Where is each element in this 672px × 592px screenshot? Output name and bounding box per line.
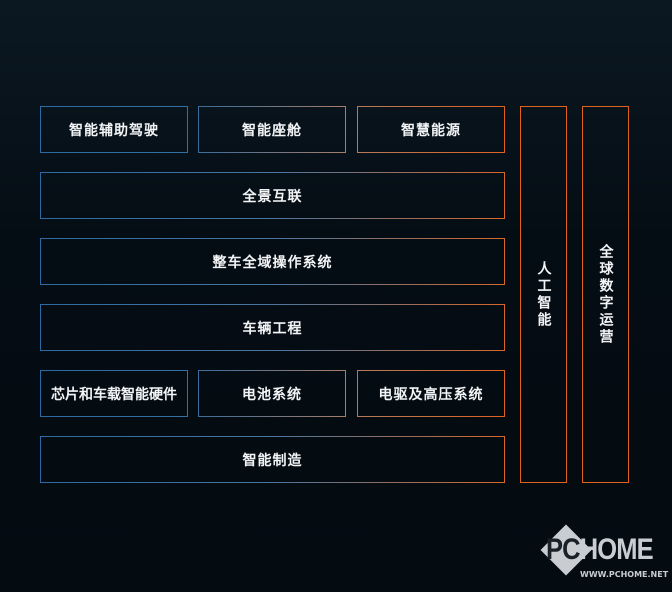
box-vehicle-engineering: 车辆工程 [40,304,505,351]
pchome-watermark-logo: PCHOME WWW.PCHOME.NET [540,524,669,585]
box-smart-cockpit: 智能座舱 [198,106,346,153]
box-global-digital-operations: 全球数字运营 [582,106,629,483]
box-chips-hardware: 芯片和车载智能硬件 [40,370,188,417]
box-smart-manufacturing: 智能制造 [40,436,505,483]
box-vehicle-os: 整车全域操作系统 [40,238,505,285]
logo-url: WWW.PCHOME.NET [580,570,669,579]
box-battery-system: 电池系统 [198,370,346,417]
box-edrive-hv-system: 电驱及高压系统 [357,370,505,417]
box-artificial-intelligence: 人工智能 [520,106,567,483]
box-panoramic-connectivity: 全景互联 [40,172,505,219]
box-smart-driving: 智能辅助驾驶 [40,106,188,153]
box-smart-energy: 智慧能源 [357,106,505,153]
logo-text: PCHOME [546,533,654,566]
